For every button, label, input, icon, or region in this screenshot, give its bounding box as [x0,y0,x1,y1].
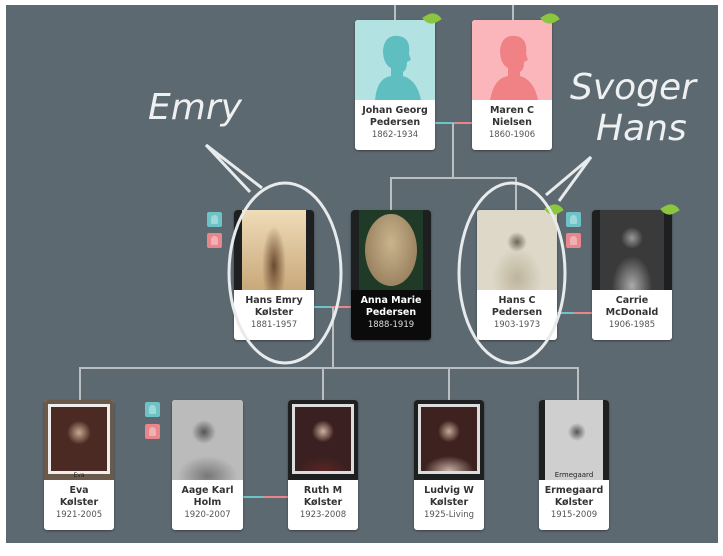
person-name: Kølster [59,497,99,508]
person-name: McDonald [605,307,659,318]
add-father-icon[interactable] [566,212,581,227]
person-years: 1862-1934 [371,130,419,140]
tree-line [79,367,579,369]
annotation-svoger: Svoger [570,67,696,108]
person-photo [351,210,431,290]
person-photo: Eva [44,400,114,480]
tree-line [448,367,450,400]
person-name: Hans Emry [245,295,303,306]
annotation-emry: Emry [148,87,242,128]
photo-caption: Eva [73,472,85,479]
couple-line [263,496,288,498]
person-years: 1921-2005 [55,510,103,520]
person-name: Kølster [254,307,294,318]
person-photo [288,400,358,480]
couple-line [556,312,574,314]
person-name: Pedersen [369,117,421,128]
tree-line [577,367,579,400]
person-years: 1881-1957 [250,320,298,330]
person-photo [414,400,484,480]
male-silhouette-icon [355,20,435,100]
person-photo [234,210,314,290]
person-name: Aage Karl [181,485,234,496]
photo-caption: Ermegaard [554,471,594,479]
person-name: Ermegaard [544,485,604,496]
person-name: Hans C [498,295,536,306]
tree-line [79,367,81,400]
add-mother-icon[interactable] [207,233,222,248]
tree-line [332,307,334,368]
tree-line [394,5,396,20]
callout-pointer-left [204,143,263,194]
person-years: 1920-2007 [184,510,231,520]
person-years: 1860-1906 [488,130,536,140]
callout-pointer-right [545,155,593,202]
tree-line [390,177,516,179]
person-name: Holm [193,497,222,508]
female-silhouette-icon [472,20,552,100]
person-name: Ludvig W [424,485,474,496]
person-name: Maren C [489,105,535,116]
add-mother-icon[interactable] [566,233,581,248]
person-name: Johan Georg [362,105,428,116]
person-name: Eva [69,485,89,496]
person-photo [172,400,243,480]
callout-ellipse-left [227,181,343,365]
tree-line [452,123,454,178]
person-years: 1925-Living [424,510,474,520]
add-mother-icon[interactable] [145,424,160,439]
person-name: Kølster [303,497,343,508]
person-years: 1915-2009 [550,510,598,520]
couple-line [574,312,592,314]
add-father-icon[interactable] [207,212,222,227]
person-name: Kølster [554,497,594,508]
person-years: 1903-1973 [493,320,541,330]
person-name: Kølster [429,497,469,508]
person-name: Pedersen [491,307,543,318]
person-photo: Ermegaard [539,400,609,480]
person-years: 1923-2008 [299,510,347,520]
person-name: Nielsen [492,117,532,128]
person-years: 1888-1919 [367,320,415,330]
tree-line [515,177,517,210]
tree-line [322,367,324,400]
tree-line [390,177,392,210]
callout-bubbles [204,143,593,365]
couple-line [435,122,453,124]
annotation-hans: Hans [596,108,687,149]
couple-line [314,306,332,308]
person-years: 1906-1985 [608,320,656,330]
person-name: Pedersen [365,307,417,318]
person-name: Carrie [615,295,649,306]
couple-line [453,122,472,124]
tree-line [512,5,514,20]
couple-line [243,496,263,498]
callout-ellipse-right [457,181,567,365]
couple-line [332,306,351,308]
add-father-icon[interactable] [145,402,160,417]
person-name: Anna Marie [360,295,422,306]
person-name: Ruth M [303,485,343,496]
person-photo [592,210,672,290]
person-photo [477,210,557,290]
